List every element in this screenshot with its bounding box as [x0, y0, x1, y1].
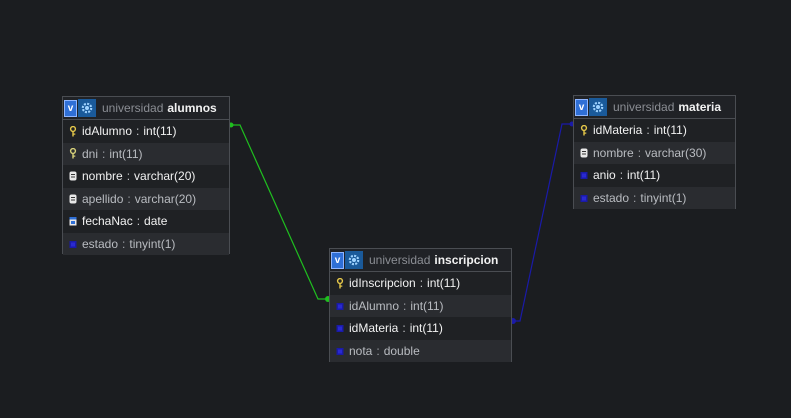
column-type: int(11): [143, 124, 177, 139]
date-field-icon: [68, 215, 78, 227]
type-separator: :: [646, 123, 650, 138]
column-type: date: [144, 214, 168, 229]
column-row[interactable]: idMateria:int(11): [574, 119, 735, 142]
numeric-field-icon: [335, 345, 345, 357]
column-row[interactable]: idAlumno:int(11): [330, 294, 511, 317]
toggle-view-icon[interactable]: v: [64, 99, 77, 117]
column-type: int(11): [410, 298, 444, 313]
table-db-name: universidad: [369, 253, 431, 267]
column-name: nombre: [82, 169, 123, 184]
type-separator: :: [136, 124, 140, 139]
toggle-view-icon[interactable]: v: [331, 251, 344, 269]
column-name: estado: [82, 236, 119, 251]
type-separator: :: [136, 214, 141, 229]
numeric-field-icon: [579, 192, 589, 204]
column-type: varchar(30): [645, 145, 707, 160]
column-type: tinyint(1): [640, 190, 687, 205]
column-row[interactable]: apellido:varchar(20): [63, 187, 229, 210]
text-field-icon: [579, 147, 589, 159]
unique-key-icon: [68, 148, 78, 160]
numeric-field-icon: [68, 238, 78, 250]
type-separator: :: [419, 276, 424, 291]
column-name: nombre: [593, 145, 634, 160]
table-db-name: universidad: [613, 100, 675, 114]
type-separator: :: [376, 343, 380, 358]
column-row[interactable]: nombre:varchar(20): [63, 165, 229, 188]
column-row[interactable]: dni:int(11): [63, 142, 229, 165]
type-separator: :: [122, 236, 126, 251]
primary-key-icon: [335, 277, 345, 289]
table-name[interactable]: materia: [678, 100, 722, 114]
column-type: tinyint(1): [129, 236, 176, 251]
column-name: estado: [593, 190, 630, 205]
column-name: idAlumno: [349, 298, 400, 313]
toggle-view-icon[interactable]: v: [575, 98, 588, 116]
column-row[interactable]: idMateria:int(11): [330, 317, 511, 340]
column-type: double: [383, 343, 420, 358]
column-type: varchar(20): [134, 169, 196, 184]
column-type: int(11): [109, 146, 143, 161]
numeric-field-icon: [335, 322, 345, 334]
relation-line-alumnos-inscripcion: [231, 124, 328, 300]
text-field-icon: [68, 170, 78, 182]
numeric-field-icon: [335, 300, 345, 312]
table-name[interactable]: inscripcion: [434, 253, 499, 267]
type-separator: :: [403, 298, 407, 313]
column-row[interactable]: anio:int(11): [574, 164, 735, 187]
column-type: int(11): [653, 123, 687, 138]
column-type: int(11): [627, 168, 661, 183]
column-name: idAlumno: [82, 124, 133, 139]
column-type: int(11): [427, 276, 461, 291]
type-separator: :: [127, 191, 131, 206]
table-name[interactable]: alumnos: [167, 101, 217, 115]
column-type: varchar(20): [134, 191, 197, 206]
column-name: idInscripcion: [349, 276, 416, 291]
column-name: fechaNac: [82, 214, 133, 229]
type-separator: :: [126, 169, 131, 184]
column-name: idMateria: [593, 123, 643, 138]
table-materia[interactable]: v universidad materia idMateria:int(11)n…: [573, 95, 736, 209]
table-db-name: universidad: [102, 101, 164, 115]
type-separator: :: [102, 146, 106, 161]
column-name: nota: [349, 343, 373, 358]
column-name: idMateria: [349, 321, 399, 336]
table-header[interactable]: v universidad alumnos: [63, 97, 229, 120]
type-separator: :: [633, 190, 637, 205]
relation-line-materia-inscripcion: [512, 123, 572, 322]
text-field-icon: [68, 193, 78, 205]
type-separator: :: [619, 168, 624, 183]
column-type: int(11): [409, 321, 443, 336]
column-row[interactable]: idInscripcion:int(11): [330, 272, 511, 295]
gear-icon[interactable]: [589, 98, 607, 116]
primary-key-icon: [68, 125, 78, 137]
primary-key-icon: [579, 124, 589, 136]
column-row[interactable]: idAlumno:int(11): [63, 120, 229, 143]
numeric-field-icon: [579, 169, 589, 181]
column-row[interactable]: nombre:varchar(30): [574, 141, 735, 164]
column-row[interactable]: fechaNac:date: [63, 210, 229, 233]
type-separator: :: [637, 145, 642, 160]
column-name: anio: [593, 168, 616, 183]
column-row[interactable]: estado:tinyint(1): [63, 232, 229, 255]
column-row[interactable]: estado:tinyint(1): [574, 186, 735, 209]
gear-icon[interactable]: [78, 99, 96, 117]
table-alumnos[interactable]: v universidad alumnos idAlumno:int(11)dn…: [62, 96, 230, 255]
table-header[interactable]: v universidad materia: [574, 96, 735, 119]
column-row[interactable]: nota:double: [330, 339, 511, 362]
table-inscripcion[interactable]: v universidad inscripcion idInscripcion:…: [329, 248, 512, 362]
gear-icon[interactable]: [345, 251, 363, 269]
column-name: apellido: [82, 191, 124, 206]
type-separator: :: [402, 321, 406, 336]
column-name: dni: [82, 146, 99, 161]
table-header[interactable]: v universidad inscripcion: [330, 249, 511, 272]
